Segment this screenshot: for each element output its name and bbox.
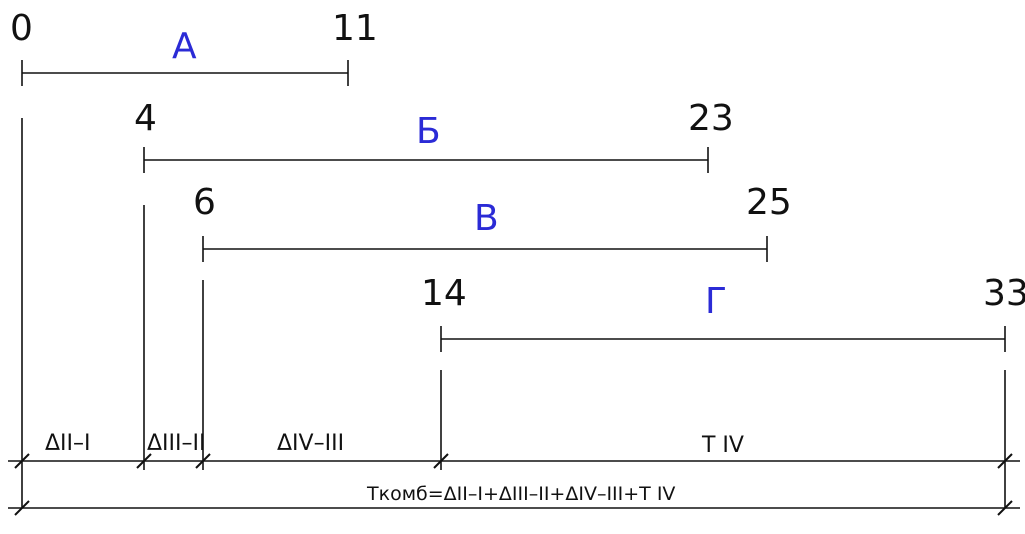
operation-a-end: 11 [332, 8, 378, 49]
operation-v-start: 6 [193, 182, 216, 223]
total-tick-start [14, 500, 30, 516]
operation-b-start: 4 [134, 98, 157, 139]
operation-v: 6 25 В [193, 182, 792, 262]
operation-b: 4 23 Б [134, 98, 734, 173]
operation-v-end: 25 [746, 182, 792, 223]
segment-arrow-ticks [14, 453, 1013, 469]
segment-tick-4 [136, 453, 152, 469]
segment-tick-6 [195, 453, 211, 469]
total-tick-end [997, 500, 1013, 516]
operation-v-name: В [474, 198, 499, 239]
extension-lines [21, 118, 1006, 508]
operation-g-end: 33 [983, 273, 1025, 314]
operation-b-name: Б [416, 111, 441, 152]
segment-tick-14 [433, 453, 449, 469]
operation-a-start: 0 [10, 8, 33, 49]
operation-a-name: А [172, 26, 197, 67]
segment-dimension: ΔII–I ΔIII–II ΔIV–III T IV [8, 431, 1020, 469]
operation-a: 0 11 А [10, 8, 378, 86]
segment-label-4-3: ΔIV–III [277, 431, 344, 456]
segment-label-3-2: ΔIII–II [147, 431, 206, 456]
segment-tick-0 [14, 453, 30, 469]
operation-g-name: Г [705, 281, 727, 322]
operation-g-start: 14 [421, 273, 467, 314]
operation-g: 14 33 Г [421, 273, 1025, 352]
operation-b-end: 23 [688, 98, 734, 139]
segment-tick-33 [997, 453, 1013, 469]
total-dimension: Tкомб=ΔII–I+ΔIII–II+ΔIV–III+T IV [8, 483, 1020, 516]
segment-label-t4: T IV [701, 433, 744, 458]
segment-label-2-1: ΔII–I [45, 431, 91, 456]
total-formula: Tкомб=ΔII–I+ΔIII–II+ΔIV–III+T IV [366, 483, 675, 505]
